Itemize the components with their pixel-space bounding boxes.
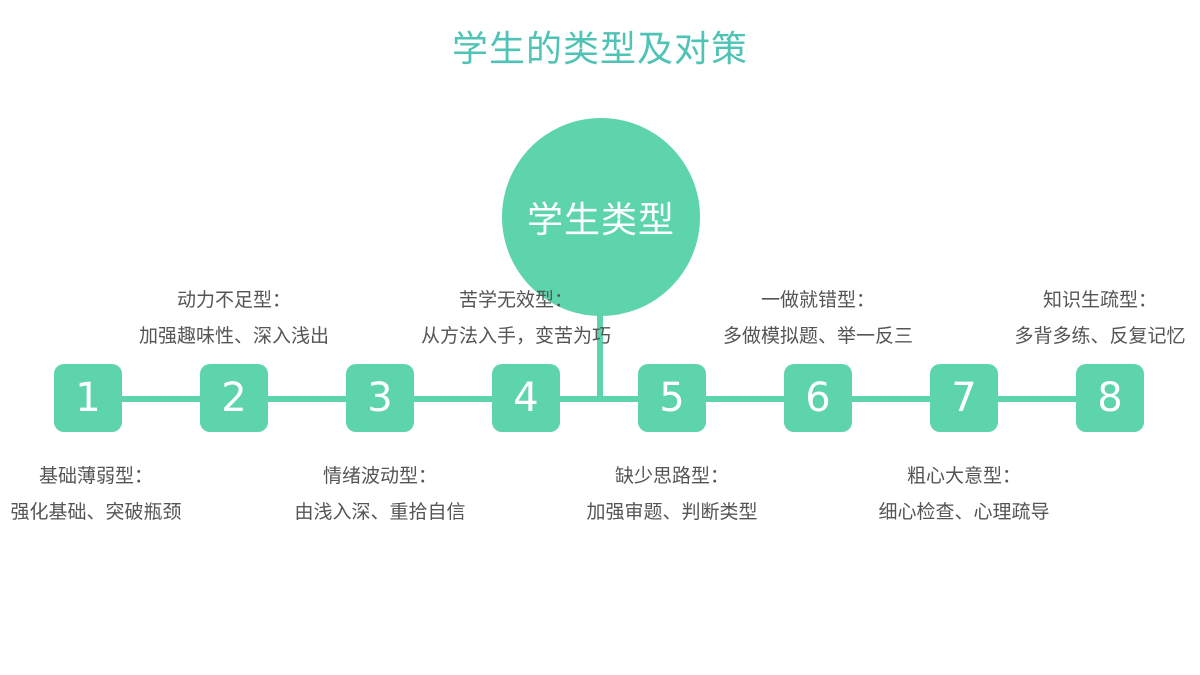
node-6: 6 bbox=[784, 364, 852, 432]
type-strategy: 加强审题、判断类型 bbox=[586, 501, 758, 523]
node-7: 7 bbox=[930, 364, 998, 432]
node-5: 5 bbox=[638, 364, 706, 432]
node-1: 1 bbox=[54, 364, 122, 432]
node-2: 2 bbox=[200, 364, 268, 432]
node-3: 3 bbox=[346, 364, 414, 432]
type-name: 情绪波动型： bbox=[322, 465, 437, 487]
type-name: 缺少思路型： bbox=[614, 465, 729, 487]
type-strategy: 从方法入手，变苦为巧 bbox=[420, 325, 611, 347]
type-strategy: 加强趣味性、深入浅出 bbox=[138, 325, 329, 347]
type-name: 动力不足型： bbox=[176, 289, 291, 311]
label-6: 一做就错型： 多做模拟题、举一反三 bbox=[698, 282, 938, 354]
label-2: 动力不足型： 加强趣味性、深入浅出 bbox=[114, 282, 354, 354]
type-strategy: 强化基础、突破瓶颈 bbox=[10, 501, 182, 523]
type-strategy: 多做模拟题、举一反三 bbox=[722, 325, 913, 347]
type-name: 一做就错型： bbox=[760, 289, 875, 311]
center-stem bbox=[597, 300, 603, 400]
type-strategy: 由浅入深、重拾自信 bbox=[294, 501, 466, 523]
label-8: 知识生疏型： 多背多练、反复记忆 bbox=[980, 282, 1200, 354]
center-circle: 学生类型 bbox=[502, 118, 700, 316]
type-name: 基础薄弱型： bbox=[38, 465, 153, 487]
label-3: 情绪波动型： 由浅入深、重拾自信 bbox=[260, 458, 500, 530]
node-8: 8 bbox=[1076, 364, 1144, 432]
label-4: 苦学无效型： 从方法入手，变苦为巧 bbox=[396, 282, 636, 354]
type-strategy: 多背多练、反复记忆 bbox=[1014, 325, 1186, 347]
type-name: 粗心大意型： bbox=[906, 465, 1021, 487]
page-title: 学生的类型及对策 bbox=[451, 29, 748, 70]
type-name: 知识生疏型： bbox=[1042, 289, 1157, 311]
label-5: 缺少思路型： 加强审题、判断类型 bbox=[552, 458, 792, 530]
label-7: 粗心大意型： 细心检查、心理疏导 bbox=[844, 458, 1084, 530]
type-name: 苦学无效型： bbox=[458, 289, 573, 311]
type-strategy: 细心检查、心理疏导 bbox=[878, 501, 1050, 523]
label-1: 基础薄弱型： 强化基础、突破瓶颈 bbox=[0, 458, 216, 530]
node-4: 4 bbox=[492, 364, 560, 432]
